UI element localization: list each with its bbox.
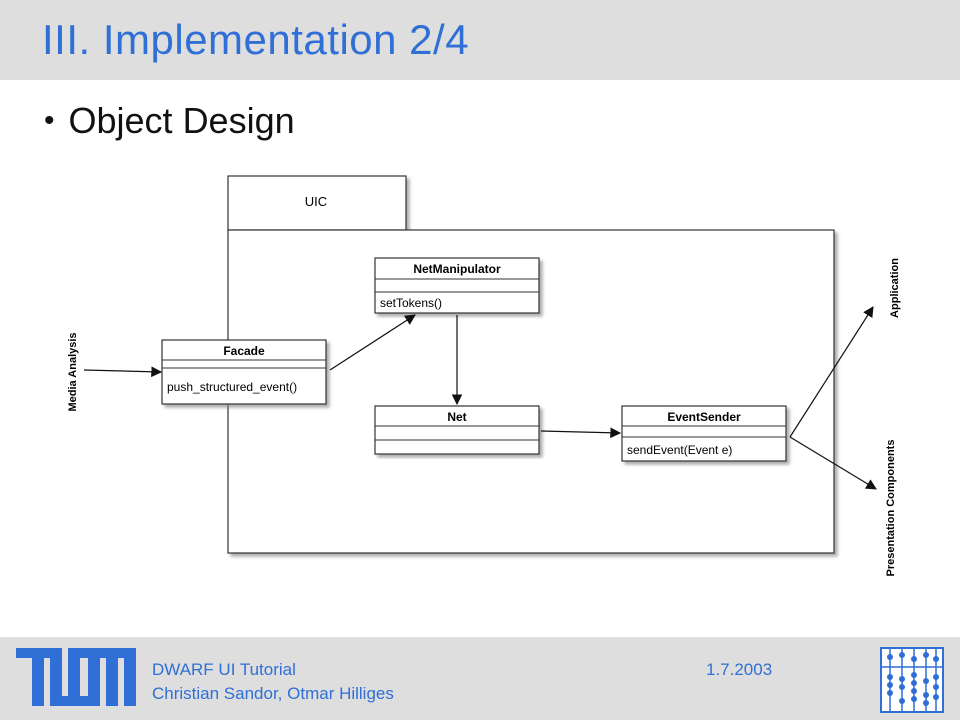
- footer-course: DWARF UI Tutorial: [152, 660, 296, 679]
- class-method: setTokens(): [380, 296, 442, 310]
- class-name: EventSender: [667, 410, 741, 424]
- bullet-dot: •: [44, 104, 55, 137]
- arrow-media-to-facade: [83, 366, 163, 378]
- class-net-manipulator: NetManipulator setTokens(): [374, 257, 540, 314]
- footer-date: 1.7.2003: [706, 660, 773, 679]
- bullet-text: Object Design: [68, 100, 295, 141]
- footer-bar: [0, 637, 960, 720]
- title-bar: [0, 0, 960, 80]
- class-facade: Facade push_structured_event(): [161, 339, 327, 405]
- bullet-item: • Object Design: [44, 100, 295, 142]
- footer-authors: Christian Sandor, Otmar Hilliges: [152, 684, 394, 703]
- arrow-to-presentation: [789, 436, 877, 490]
- abacus-logo-icon: [880, 647, 944, 713]
- label-presentation-components: Presentation Components: [885, 440, 897, 577]
- label-application: Application: [889, 258, 901, 318]
- class-method: push_structured_event(): [167, 380, 297, 394]
- arrow-facade-to-netmanipulator: [329, 314, 416, 371]
- class-name: Net: [447, 410, 466, 424]
- slide-title: III. Implementation 2/4: [42, 16, 470, 63]
- package-label: UIC: [305, 194, 327, 209]
- label-media-analysis: Media Analysis: [67, 332, 79, 411]
- association-arrows: [83, 306, 877, 490]
- class-method: sendEvent(Event e): [627, 443, 732, 457]
- arrow-net-to-eventsender: [540, 427, 622, 439]
- class-name: Facade: [223, 344, 265, 358]
- class-name: NetManipulator: [413, 262, 501, 276]
- arrow-to-application: [789, 306, 874, 438]
- tum-logo-icon: [16, 648, 136, 706]
- class-event-sender: EventSender sendEvent(Event e): [621, 405, 787, 462]
- class-net: Net: [374, 405, 540, 455]
